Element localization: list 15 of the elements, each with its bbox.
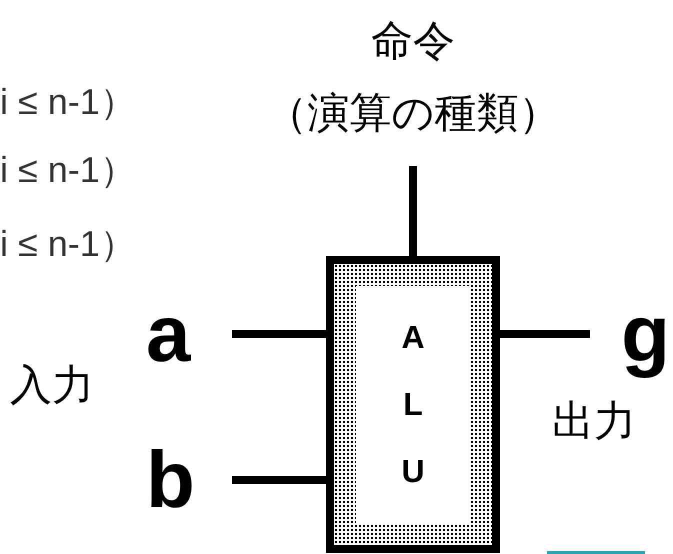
signal-name: a — [146, 294, 190, 374]
label-text: i ≤ n-1） — [0, 152, 136, 188]
connector-line — [232, 476, 326, 484]
instruction-text: （演算の種類） — [266, 92, 560, 134]
alu-block — [326, 256, 500, 553]
instruction-text: 命令 — [371, 20, 455, 62]
signal-name: b — [146, 440, 195, 520]
connector-line — [232, 330, 326, 338]
connector-line — [409, 166, 417, 256]
label-text: i ≤ n-1） — [0, 84, 136, 120]
label-text: i ≤ n-1） — [0, 226, 136, 262]
label-text: 入力 — [10, 364, 94, 406]
unit-name: ALU — [400, 318, 426, 492]
label-text: 出力 — [552, 400, 636, 442]
connector-line — [500, 330, 590, 338]
